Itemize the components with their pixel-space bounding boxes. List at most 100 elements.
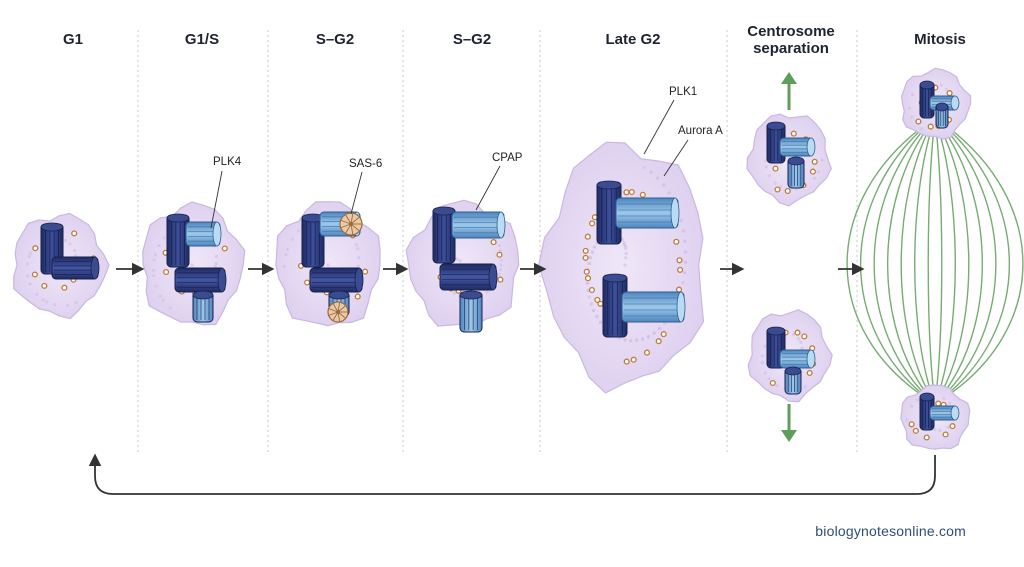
pcm-granule — [660, 331, 667, 338]
pcm-speckle — [679, 219, 683, 223]
centriole-barrel — [309, 267, 363, 293]
pcm-granule — [912, 427, 919, 434]
pcm-granule — [769, 379, 776, 387]
pcm-speckle — [764, 165, 768, 169]
centriole — [51, 256, 100, 280]
pcm-speckle — [499, 263, 503, 267]
pcm-speckle — [485, 290, 489, 294]
pcm-granule — [628, 188, 635, 196]
spindle-microtubule — [938, 121, 997, 401]
label-leader-lines — [210, 99, 689, 229]
centriole — [451, 211, 506, 239]
pcm-speckle — [681, 229, 685, 233]
leader-cpap — [475, 165, 501, 211]
pcm-speckle — [499, 258, 504, 262]
pcm-granule — [915, 118, 922, 125]
pcm-speckle — [920, 127, 924, 131]
spindle-microtubule — [846, 121, 930, 401]
pcm-speckle — [157, 244, 161, 248]
pcm-speckle — [622, 243, 626, 247]
centriole — [615, 197, 680, 229]
centriole-end — [935, 102, 949, 112]
pcm-speckle — [907, 106, 912, 110]
pcm-speckle — [905, 418, 909, 422]
pcm-speckle — [775, 384, 779, 388]
pcm-granule — [639, 191, 646, 198]
centriole-end — [328, 290, 350, 300]
pcm-speckle — [455, 257, 459, 261]
pcm-granule — [927, 123, 934, 130]
pcm-speckle — [354, 243, 358, 247]
pcm-granule — [496, 251, 503, 258]
pcm-granule — [801, 333, 808, 340]
separation-arrowhead-down — [781, 430, 797, 442]
centriole — [621, 291, 686, 323]
pcm-speckle — [623, 263, 627, 267]
pcm-speckle — [282, 264, 286, 269]
pcm-speckle — [53, 303, 57, 307]
centriole-barrel — [615, 197, 679, 229]
pcm-speckle — [29, 251, 33, 255]
pcm-speckle — [662, 183, 666, 187]
pcm-speckle — [767, 174, 771, 178]
stage-title-centrosome-separation: Centrosome separation — [736, 23, 846, 57]
pcm-granule — [71, 230, 78, 237]
pcm-granule — [589, 220, 596, 227]
centriole-end — [784, 366, 802, 376]
centriole-end — [766, 326, 786, 336]
centriole — [174, 267, 227, 293]
spindle-microtubule — [936, 121, 970, 401]
pcm-speckle — [942, 396, 946, 400]
pcm-speckle — [760, 361, 765, 365]
label-aurora-a: Aurora A — [678, 125, 723, 137]
pcm-granule — [588, 286, 595, 294]
pcm-speckle — [803, 385, 807, 389]
pcm-speckle — [642, 165, 646, 170]
pcm-speckle — [152, 258, 156, 262]
pcm-speckle — [681, 281, 685, 285]
pcm-speckle — [26, 274, 30, 278]
centriole — [935, 102, 949, 129]
centriole — [439, 263, 498, 291]
pcm-granule — [41, 282, 48, 289]
pcm-speckle — [595, 314, 599, 318]
centriole-end — [217, 267, 227, 293]
spindle-microtubule — [914, 121, 935, 401]
pcm-granule — [811, 158, 818, 165]
pcm-granule — [497, 276, 504, 283]
pcm-speckle — [916, 398, 920, 402]
pcm-speckle — [791, 332, 796, 336]
pcm-speckle — [356, 247, 360, 251]
centriole-end — [488, 263, 498, 291]
pcm-speckle — [652, 331, 656, 335]
pcm-speckle — [682, 271, 687, 275]
pcm-speckle — [68, 242, 72, 246]
pcm-speckle — [25, 262, 29, 266]
pcm-granule — [362, 268, 369, 275]
stage-title-late-g2: Late G2 — [605, 31, 661, 48]
spindle-microtubule — [886, 121, 933, 401]
pcm-speckle — [939, 83, 943, 87]
pcm-speckle — [624, 256, 628, 260]
centriole — [309, 267, 364, 293]
pcm-speckle — [41, 298, 45, 302]
pcm-speckle — [588, 256, 593, 260]
pcm-speckle — [591, 250, 595, 254]
pcm-granule — [221, 245, 228, 252]
centriole-barrel — [451, 211, 505, 239]
label-sas6: SAS-6 — [349, 158, 383, 170]
pcm-granule — [582, 247, 589, 254]
pcm-speckle — [587, 295, 592, 299]
pcm-granule — [774, 186, 781, 193]
pcm-speckle — [816, 170, 821, 174]
pcm-speckle — [28, 282, 32, 286]
pcm-speckle — [497, 272, 501, 276]
pcm-speckle — [938, 428, 942, 433]
pcm-speckle — [356, 264, 360, 268]
pcm-speckle — [655, 176, 660, 180]
centriole — [779, 137, 816, 157]
sas6-cartwheel — [339, 212, 363, 236]
spindle-microtubule — [859, 121, 931, 401]
cycle-return-arrow — [88, 453, 936, 495]
